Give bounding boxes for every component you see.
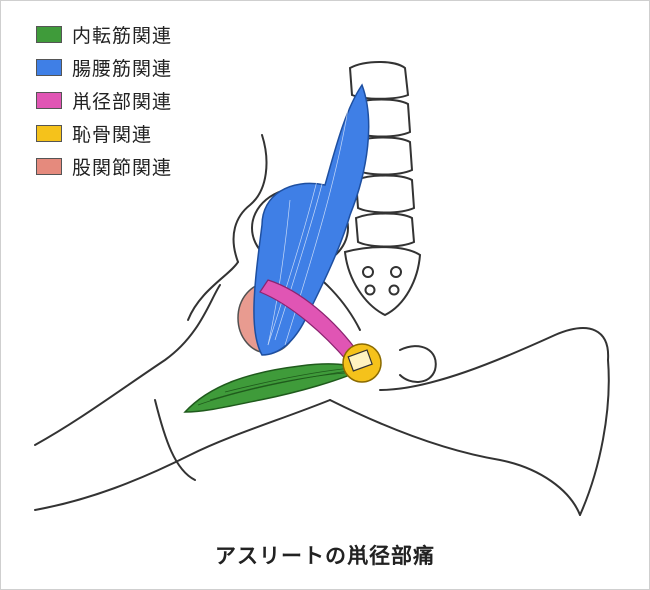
adductor-muscle	[183, 363, 364, 413]
legend: 内転筋関連 腸腰筋関連 鼡径部関連 恥骨関連 股関節関連	[36, 20, 172, 185]
legend-label: 鼡径部関連	[72, 90, 173, 113]
legend-swatch	[36, 25, 62, 43]
figure-caption: アスリートの鼡径部痛	[215, 544, 435, 568]
legend-label: 恥骨関連	[72, 123, 153, 146]
left-knee-outline	[154, 399, 196, 481]
left-thigh-outline	[34, 284, 221, 446]
legend-item-iliopsoas: 腸腰筋関連	[36, 53, 172, 81]
right-thigh-outline	[379, 327, 610, 391]
right-knee-outline	[579, 359, 610, 516]
vertebra-4	[354, 174, 416, 214]
legend-item-adductor: 内転筋関連	[36, 20, 172, 48]
legend-label: 股関節関連	[72, 156, 173, 179]
legend-swatch	[36, 124, 62, 142]
legend-swatch	[36, 157, 62, 175]
legend-item-hip: 股関節関連	[36, 152, 172, 180]
torso-outline-left	[187, 261, 239, 321]
left-leg-lower	[34, 399, 331, 511]
right-thigh-lower	[329, 399, 581, 516]
legend-item-inguinal: 鼡径部関連	[36, 86, 172, 114]
legend-swatch	[36, 58, 62, 76]
hip-crease	[399, 345, 437, 383]
legend-label: 内転筋関連	[72, 24, 173, 47]
legend-label: 腸腰筋関連	[72, 57, 173, 80]
legend-item-pubic: 恥骨関連	[36, 119, 172, 147]
sacrum	[343, 246, 422, 317]
torso-outline	[232, 134, 268, 263]
vertebra-3	[352, 136, 414, 176]
legend-swatch	[36, 91, 62, 109]
vertebra-5	[354, 212, 416, 248]
